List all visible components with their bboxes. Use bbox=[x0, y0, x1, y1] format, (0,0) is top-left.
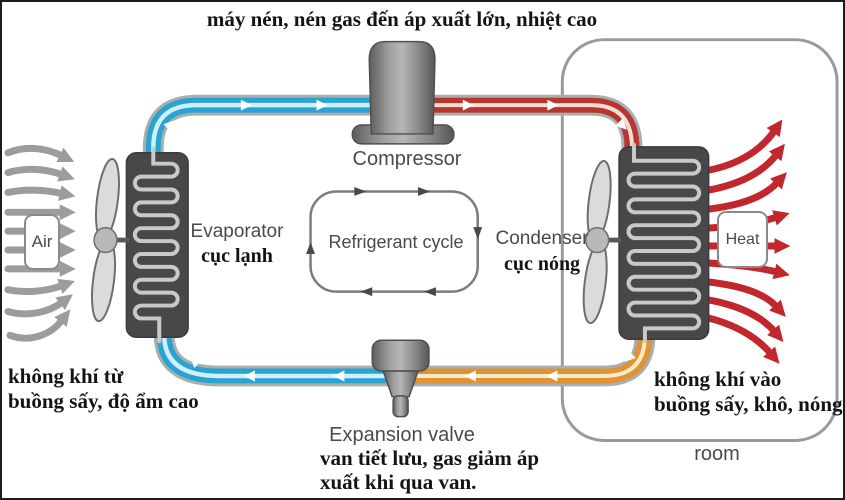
air-inlet-note-line1: không khí từ bbox=[8, 364, 124, 388]
evaporator-label: Evaporator bbox=[190, 221, 284, 242]
refrigerant-cycle-label: Refrigerant cycle bbox=[328, 232, 464, 252]
expansion-valve-label: Expansion valve bbox=[329, 424, 475, 446]
air-outlet-note-line1: không khí vào bbox=[654, 367, 782, 391]
evaporator-coil-tube bbox=[132, 146, 180, 344]
warm-pipe bbox=[408, 329, 656, 387]
top-caption: máy nén, nén gas đến áp xuất lớn, nhiệt … bbox=[206, 7, 598, 31]
compressor-label: Compressor bbox=[352, 148, 462, 170]
condenser-coil-tube bbox=[626, 142, 702, 344]
condenser-label-vi: cục nóng bbox=[503, 253, 581, 275]
condenser-fan-icon bbox=[582, 160, 622, 325]
air-tag-label: Air bbox=[31, 232, 53, 251]
expansion-valve-note-line2: xuất khi qua van. bbox=[320, 470, 477, 494]
refrigerant-cycle-loop bbox=[306, 187, 483, 297]
evaporator-label-vi: cục lạnh bbox=[201, 245, 273, 267]
air-outlet-note-line2: buồng sấy, khô, nóng bbox=[654, 392, 843, 416]
heat-tag-label: Heat bbox=[725, 230, 760, 248]
room-label: room bbox=[694, 443, 740, 465]
evaporator-coil bbox=[125, 146, 189, 344]
cold-pipe-bottom bbox=[153, 325, 399, 387]
air-tag: Air bbox=[24, 214, 60, 270]
heat-tag: Heat bbox=[717, 211, 768, 268]
room-boundary bbox=[560, 38, 839, 442]
air-inlet-note-line2: buồng sấy, độ ẩm cao bbox=[8, 389, 199, 413]
air-flow-arrows bbox=[4, 144, 76, 342]
expansion-valve-note-line1: van tiết lưu, gas giảm áp bbox=[320, 446, 540, 470]
evaporator-fan-icon bbox=[91, 158, 130, 323]
expansion-valve-icon bbox=[371, 339, 430, 418]
cold-pipe-top bbox=[142, 94, 383, 183]
condenser-coil bbox=[618, 142, 710, 344]
compressor-icon bbox=[351, 40, 455, 145]
condenser-label: Condenser bbox=[495, 228, 589, 249]
